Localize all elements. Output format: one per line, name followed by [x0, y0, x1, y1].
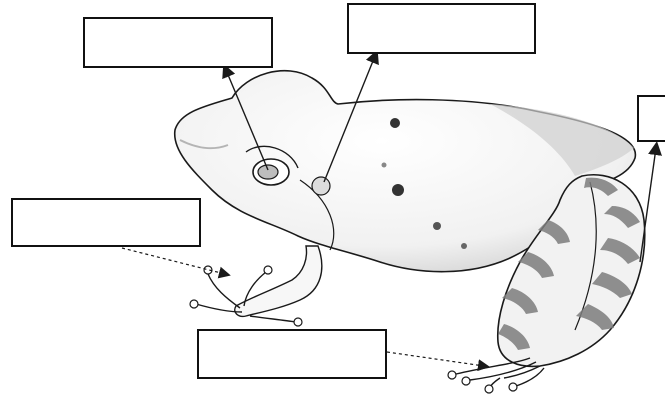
pointer-hind-foot [387, 352, 484, 366]
label-box-body[interactable] [637, 95, 665, 142]
label-box-hind-foot[interactable] [197, 329, 387, 379]
frog-front-leg [235, 246, 322, 316]
label-box-eardrum[interactable] [347, 3, 536, 54]
label-box-eye[interactable] [83, 17, 273, 68]
pointer-body [640, 148, 656, 262]
label-box-front-leg[interactable] [11, 198, 201, 247]
pointer-front-leg [122, 248, 225, 274]
frog-eardrum [312, 177, 330, 195]
